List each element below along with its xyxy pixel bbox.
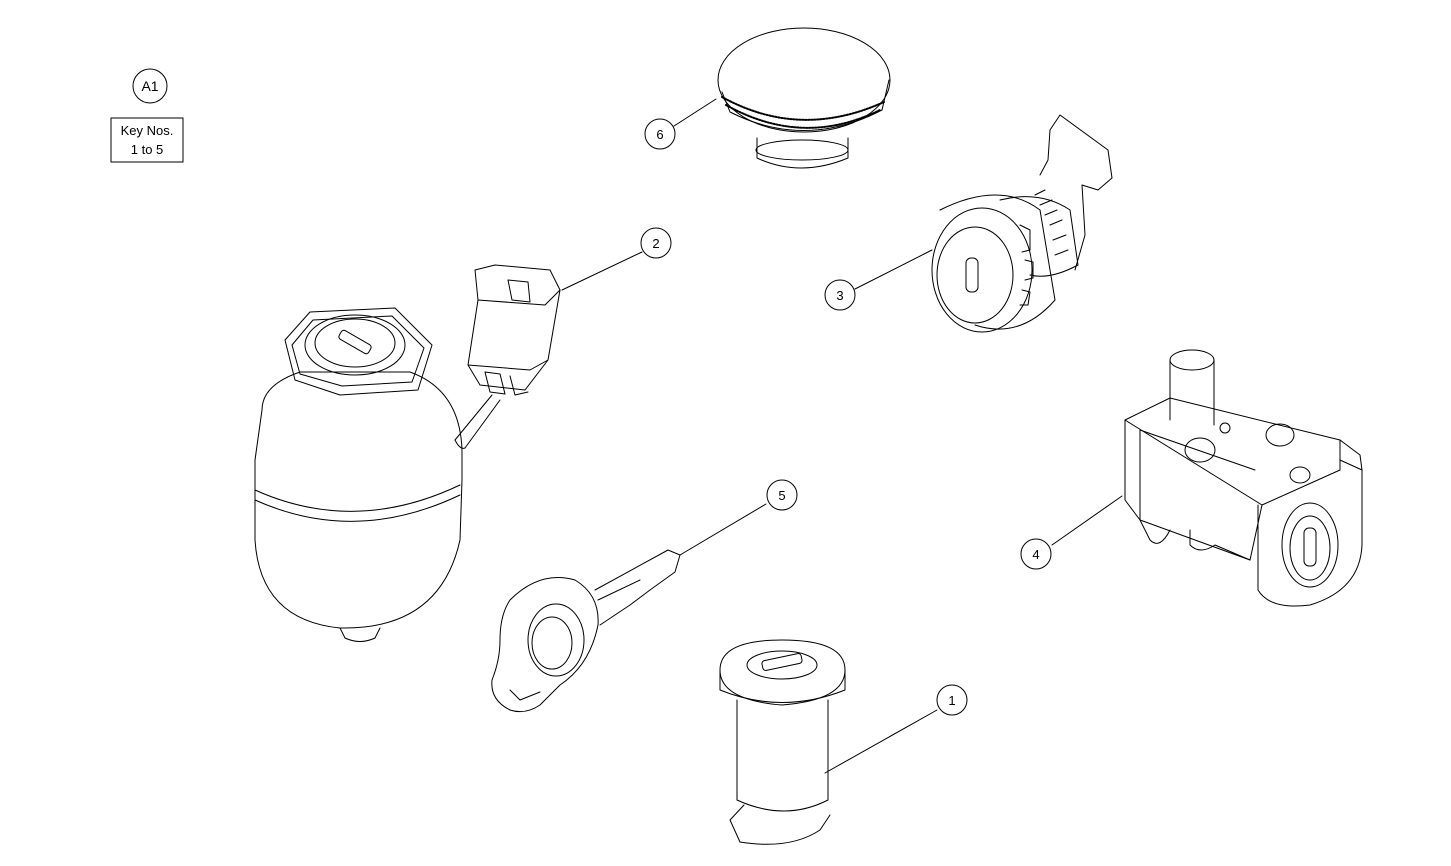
view-label: A1 [132, 68, 168, 104]
callout-4: 4 [1020, 538, 1052, 570]
callout-5-number: 5 [778, 488, 785, 503]
part-plunger-lock [719, 639, 846, 845]
callout-2: 2 [640, 227, 672, 259]
callout-6-number: 6 [656, 127, 663, 142]
part-cap [717, 27, 891, 169]
part-latch-lock [1124, 349, 1363, 607]
callout-2-number: 2 [652, 236, 659, 251]
part-ignition-switch [254, 264, 561, 642]
leader-lines [561, 98, 1123, 774]
callout-6: 6 [644, 118, 676, 150]
callout-5: 5 [766, 479, 798, 511]
key-note-line1: Key Nos. [121, 123, 174, 138]
callout-4-number: 4 [1032, 547, 1039, 562]
part-cam-lock [931, 114, 1113, 333]
callout-1-number: 1 [948, 693, 955, 708]
key-note-box: Key Nos. 1 to 5 [110, 117, 184, 163]
key-note-line2: 1 to 5 [131, 142, 164, 157]
callout-1: 1 [936, 684, 968, 716]
view-label-text: A1 [141, 78, 158, 94]
callout-3: 3 [824, 279, 856, 311]
part-key [491, 549, 681, 713]
callout-3-number: 3 [836, 288, 843, 303]
